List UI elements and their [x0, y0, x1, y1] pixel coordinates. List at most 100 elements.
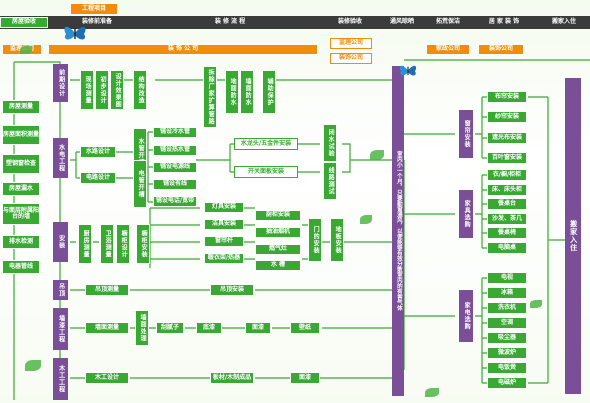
- leaf-decoration: [25, 360, 41, 371]
- leaf-decoration: [360, 215, 372, 224]
- deco-company: 装饰公司: [478, 44, 524, 55]
- furniture-bed: 床、床头柜: [487, 184, 527, 196]
- appliance-tv: 电视: [487, 272, 527, 284]
- wallpaper: 壁纸: [290, 322, 320, 334]
- check-area-measure: 房屋面积测量: [2, 125, 40, 145]
- design-initial: 初步设计: [95, 70, 109, 110]
- electric-design: 电路设计: [80, 172, 116, 184]
- curtain-blinds: 百叶窗安装: [487, 152, 527, 164]
- phase-wood: 木工工程: [53, 358, 68, 400]
- appliance-fridge: 冰箱: [487, 287, 527, 299]
- floor-install: 地板安装: [330, 218, 344, 262]
- stage-home-decor: 居 家 装 饰: [472, 17, 536, 28]
- board-products: 板材/木制成品: [210, 372, 254, 384]
- move-in-bar: 搬家入住: [565, 78, 581, 394]
- check-window: 塑钢窗检查: [2, 154, 40, 174]
- design-floor-waterproof: 地面防水: [225, 70, 239, 114]
- stage-cleaning: 拓荒保洁: [426, 17, 470, 28]
- furniture-desk: 电脑桌: [487, 242, 527, 254]
- sink: 水 槽: [255, 260, 301, 271]
- check-house-measure: 房屋测量: [2, 100, 40, 114]
- butterfly-icon: [399, 65, 417, 76]
- closed-water-test: 闭水试验: [323, 124, 337, 162]
- furniture-wardrobe: 衣/橱/柜柜: [487, 169, 527, 181]
- furniture-chairs: 餐桌椅: [487, 227, 527, 239]
- phase-install: 安装: [53, 222, 68, 262]
- phase-paint: 墙漆工程: [53, 308, 68, 350]
- primer: 底漆: [196, 322, 222, 334]
- lay-phone: 铺设电话/宽带: [153, 196, 197, 207]
- appliance-induction: 电磁炉: [487, 377, 527, 389]
- appliance-vacuum: 吸尘器: [487, 332, 527, 344]
- leaf-decoration: [20, 46, 32, 54]
- circuit-test: 线路测试: [323, 162, 337, 200]
- curtain-cloth: 布帘安装: [487, 91, 527, 103]
- wall-treatment: 墙面处理: [135, 310, 149, 346]
- stage-process: 装 修 流 程: [140, 17, 320, 28]
- check-electrical: 电器管线: [2, 260, 40, 274]
- curtain-title: 窗帘安装: [459, 110, 473, 158]
- design-wall-waterproof: 墙面防水: [240, 70, 254, 114]
- furniture-dining: 餐桌台: [487, 198, 527, 210]
- leaf-decoration: [425, 388, 439, 397]
- lay-cold-pipe: 铺设冷水管: [153, 127, 197, 138]
- lay-power-line: 铺设电源线: [153, 162, 197, 173]
- wood-design: 木工设计: [85, 372, 129, 384]
- bath-measure: 卫浴测量: [100, 224, 114, 264]
- design-protection: 辅助保护: [262, 70, 276, 114]
- appliance-rice-cooker: 电饭煲: [487, 362, 527, 374]
- lay-hot-pipe: 铺设热水管: [153, 145, 197, 156]
- wood-topcoat: 面漆: [290, 372, 320, 384]
- ceiling-install: 吊顶安装: [210, 284, 254, 296]
- leaf-decoration: [530, 300, 542, 308]
- home-company: 家政公司: [426, 44, 470, 55]
- check-balcony-wall: 与面层附属阳台的墙: [2, 203, 40, 225]
- phase-ceiling: 吊顶: [53, 280, 68, 300]
- company-right: 装饰公司: [330, 53, 372, 64]
- check-drainage: 排水检测: [2, 235, 40, 249]
- ventilation-banner: 室内小一个月，只要勤窗通风，以便能够有效分散室内的有害气体: [392, 66, 404, 396]
- furniture-title: 家具选购: [459, 190, 473, 238]
- faucet-install: 水龙头/五金件安装: [234, 138, 298, 150]
- cabinet-design: 橱柜设计: [116, 224, 130, 264]
- electric-pipe-groove: 电管开槽: [133, 160, 147, 208]
- lay-cable: 铺设有线: [153, 179, 197, 190]
- stage-move-in: 搬家入住: [538, 17, 590, 28]
- kitchen-cabinet: 厨柜安装: [255, 210, 301, 221]
- design-render: 设计效果图: [110, 70, 124, 110]
- stage-decoration-acceptance: 装修验收: [322, 17, 378, 28]
- design-structure: 结构改造: [133, 70, 147, 110]
- curtain-rod: 窗帘杆: [204, 236, 244, 247]
- sanitary-install: 洁具安装: [204, 219, 244, 230]
- door-install: 门的安装: [308, 218, 322, 262]
- appliance-washer: 洗衣机: [487, 302, 527, 314]
- stage-prep: 装修前准备: [70, 17, 124, 28]
- lamp-install: 灯具安装: [204, 202, 244, 213]
- topcoat: 面漆: [245, 322, 271, 334]
- project-label: 工程项目: [70, 3, 118, 15]
- leaf-decoration: [370, 150, 384, 160]
- water-design: 水路设计: [80, 146, 116, 158]
- furniture-sofa: 沙发、茶几: [487, 213, 527, 225]
- gas-stove: 燃气灶: [255, 244, 301, 255]
- range-hood: 抽油烟机: [255, 227, 301, 238]
- appliance-ac: 空调: [487, 317, 527, 329]
- wall-measure: 墙面测量: [85, 322, 129, 334]
- company-bar: 装 饰 公 司: [48, 44, 318, 55]
- curtain-blackout: 遮光布安装: [487, 132, 527, 144]
- stage-ventilation: 通风晾晒: [380, 17, 424, 28]
- cabinet-install: 橱柜安装: [136, 224, 150, 264]
- heater: 暖衣架/热器: [204, 253, 244, 264]
- curtain-gauze: 纱帘安装: [487, 111, 527, 123]
- butterfly-icon: [64, 26, 86, 40]
- putty: 刮腻子: [156, 322, 184, 334]
- appliance-title: 家电选购: [459, 290, 473, 342]
- supervisor-right: 监理公司: [330, 38, 372, 49]
- stage-house-acceptance: 房屋验收: [0, 17, 48, 28]
- kitchen-measure: 厨房测量: [78, 224, 92, 264]
- design-site-measure: 现场测量: [80, 70, 94, 110]
- appliance-microwave: 微波炉: [487, 347, 527, 359]
- design-demolish: 拆除厂家扩算管路: [203, 66, 217, 128]
- phase-design: 前期设计: [53, 64, 68, 102]
